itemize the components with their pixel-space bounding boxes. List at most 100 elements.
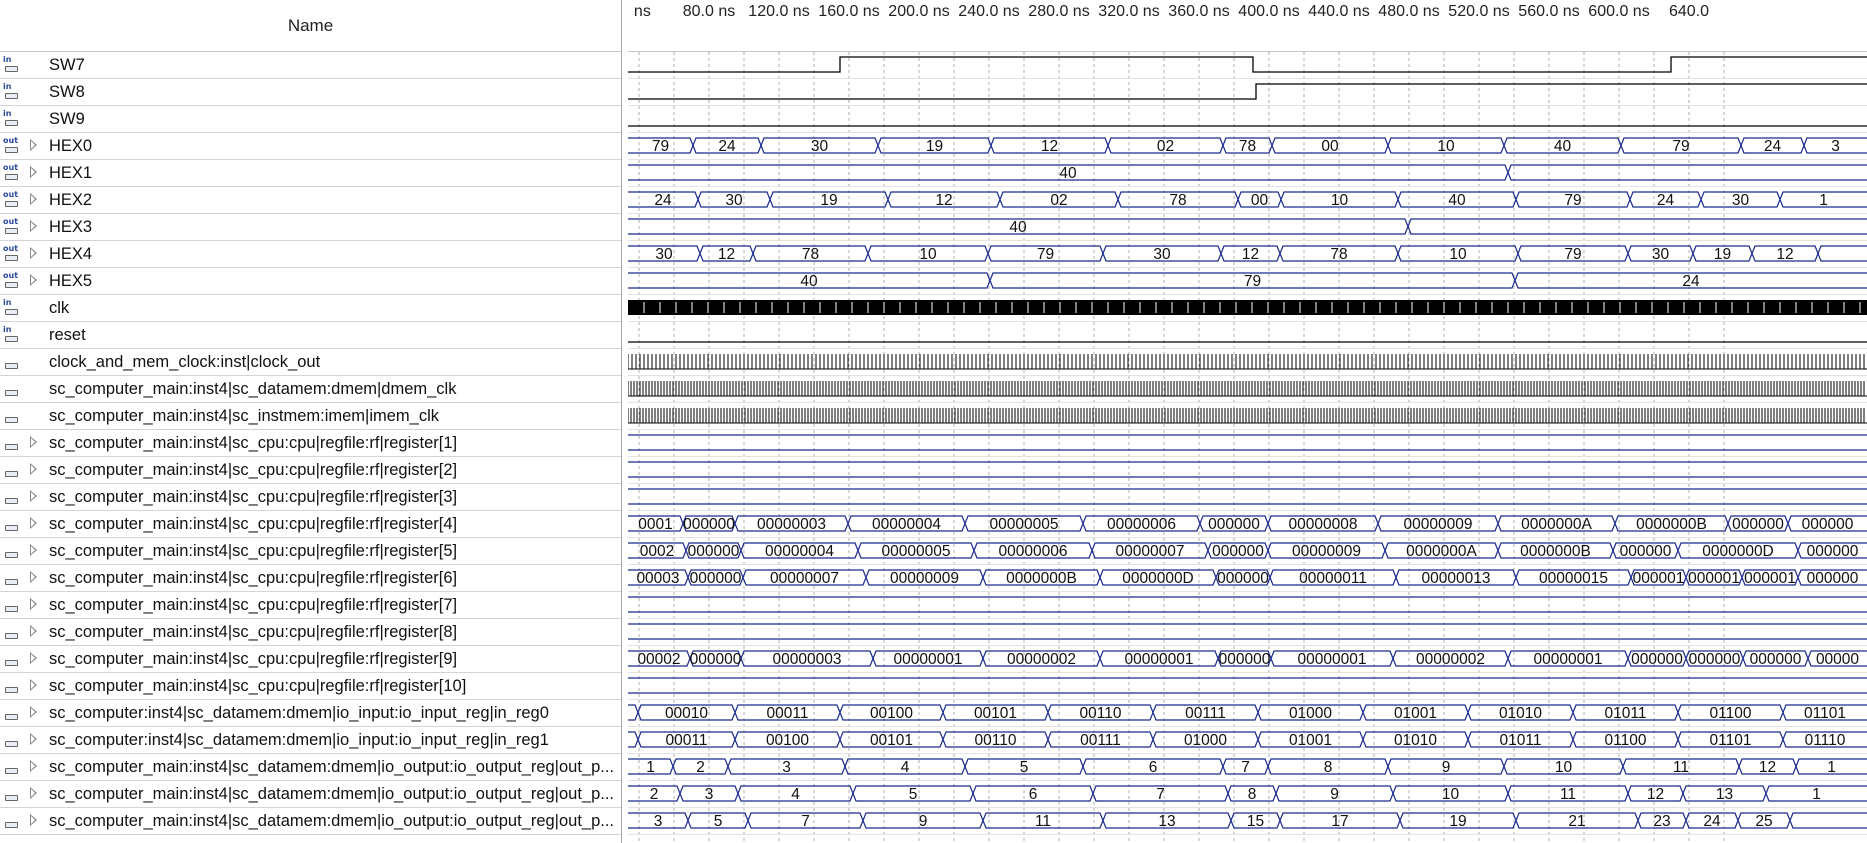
expand-arrow-icon[interactable] (30, 679, 37, 691)
expand-arrow-icon[interactable] (30, 490, 37, 502)
signal-row[interactable]: sc_computer_main:inst4|sc_cpu:cpu|regfil… (0, 538, 621, 565)
signal-name: sc_computer_main:inst4|sc_cpu:cpu|regfil… (49, 596, 458, 614)
signal-row[interactable]: sc_computer_main:inst4|sc_datamem:dmem|i… (0, 754, 621, 781)
bus-segment (999, 191, 1119, 208)
signal-row[interactable]: sc_computer_main:inst4|sc_cpu:cpu|regfil… (0, 619, 621, 646)
signal-row[interactable]: sc_computer_main:inst4|sc_datamem:dmem|d… (0, 376, 621, 403)
expand-arrow-icon[interactable] (30, 274, 37, 286)
bus-segment (1517, 245, 1629, 262)
bus-value: 0001 (638, 516, 672, 533)
bus-segment (1267, 542, 1386, 559)
expand-arrow-icon[interactable] (30, 787, 37, 799)
bus-segment (1572, 731, 1679, 748)
signal-row[interactable]: sc_computer:inst4|sc_datamem:dmem|io_inp… (0, 700, 621, 727)
signal-row[interactable]: sc_computer:inst4|sc_datamem:dmem|io_inp… (0, 727, 621, 754)
bus-value: 000000 (1807, 543, 1859, 560)
port-node-icon (3, 785, 20, 803)
bus-segment (692, 137, 762, 154)
expand-arrow-icon[interactable] (30, 517, 37, 529)
bus-value: 19 (820, 192, 837, 209)
expand-arrow-icon[interactable] (30, 463, 37, 475)
signal-row[interactable]: sc_computer_main:inst4|sc_cpu:cpu|regfil… (0, 565, 621, 592)
bus-segment (1677, 731, 1784, 748)
signal-row[interactable]: sc_computer_main:inst4|sc_cpu:cpu|regfil… (0, 592, 621, 619)
expand-arrow-icon[interactable] (30, 436, 37, 448)
expand-arrow-icon[interactable] (30, 733, 37, 745)
port-clk-icon (3, 407, 20, 425)
bus-segment (687, 569, 744, 586)
bus-value: 00003 (636, 570, 679, 587)
signal-row[interactable]: clock_and_mem_clock:inst|clock_out (0, 349, 621, 376)
expand-arrow-icon[interactable] (30, 652, 37, 664)
expand-arrow-icon[interactable] (30, 571, 37, 583)
bus-segment (862, 812, 984, 829)
signal-name: sc_computer_main:inst4|sc_cpu:cpu|regfil… (49, 677, 467, 695)
expand-arrow-icon[interactable] (30, 814, 37, 826)
bus-value: 79 (652, 138, 669, 155)
name-column-label: Name (287, 15, 334, 35)
bus-value: 40 (800, 273, 818, 290)
bus-value: 000000 (688, 543, 740, 560)
expand-arrow-icon[interactable] (30, 247, 37, 259)
signal-row[interactable]: sc_computer_main:inst4|sc_cpu:cpu|regfil… (0, 457, 621, 484)
bus-value: 00 (1321, 138, 1339, 155)
bus-value: 40 (1554, 138, 1572, 155)
bus-segment (1047, 704, 1154, 721)
expand-arrow-icon[interactable] (30, 598, 37, 610)
bus-segment (734, 515, 849, 532)
time-tick-label: 560.0 ns (1518, 3, 1580, 20)
bus-value: 000000 (1219, 651, 1271, 668)
bus-segment (1257, 704, 1364, 721)
bus-value: 24 (1657, 192, 1675, 209)
bus-value: 01010 (1394, 732, 1437, 749)
signal-row[interactable]: sc_computer_main:inst4|sc_datamem:dmem|i… (0, 781, 621, 808)
bus-value: 00000015 (1539, 570, 1608, 587)
expand-arrow-icon[interactable] (30, 220, 37, 232)
expand-arrow-icon[interactable] (30, 544, 37, 556)
bus-segment (1685, 650, 1744, 667)
signal-row[interactable]: sc_computer_main:inst4|sc_cpu:cpu|regfil… (0, 673, 621, 700)
port-in-icon: in (3, 326, 20, 344)
signal-row[interactable]: sc_computer_main:inst4|sc_datamem:dmem|i… (0, 808, 621, 835)
signal-row[interactable]: sc_computer_main:inst4|sc_cpu:cpu|regfil… (0, 430, 621, 457)
signal-row[interactable]: sc_computer_main:inst4|sc_cpu:cpu|regfil… (0, 484, 621, 511)
bus-value: 23 (1653, 813, 1670, 830)
bus-segment (1677, 542, 1799, 559)
expand-arrow-icon[interactable] (30, 166, 37, 178)
signal-row[interactable]: sc_computer_main:inst4|sc_instmem:imem|i… (0, 403, 621, 430)
signal-row[interactable]: sc_computer_main:inst4|sc_cpu:cpu|regfil… (0, 646, 621, 673)
name-column-header[interactable]: Name (0, 0, 621, 52)
bus-segment (1092, 785, 1229, 802)
expand-arrow-icon[interactable] (30, 139, 37, 151)
expand-arrow-icon[interactable] (30, 625, 37, 637)
bus-value: 78 (1239, 138, 1256, 155)
bus-segment (697, 191, 771, 208)
bus-segment (1787, 515, 1867, 532)
bus-segment (734, 704, 841, 721)
expand-arrow-icon[interactable] (30, 706, 37, 718)
clock-waveform (628, 300, 1867, 315)
expand-arrow-icon[interactable] (30, 193, 37, 205)
bus-value: 78 (1169, 192, 1186, 209)
signal-row[interactable]: sc_computer_main:inst4|sc_cpu:cpu|regfil… (0, 511, 621, 538)
expand-arrow-icon[interactable] (30, 760, 37, 772)
bus-segment (1515, 812, 1639, 829)
signal-name: HEX0 (49, 137, 93, 155)
time-tick-label: 280.0 ns (1028, 3, 1090, 20)
bus-segment (1629, 191, 1702, 208)
bus-value: 19 (1449, 813, 1466, 830)
bus-value: 19 (1714, 246, 1731, 263)
